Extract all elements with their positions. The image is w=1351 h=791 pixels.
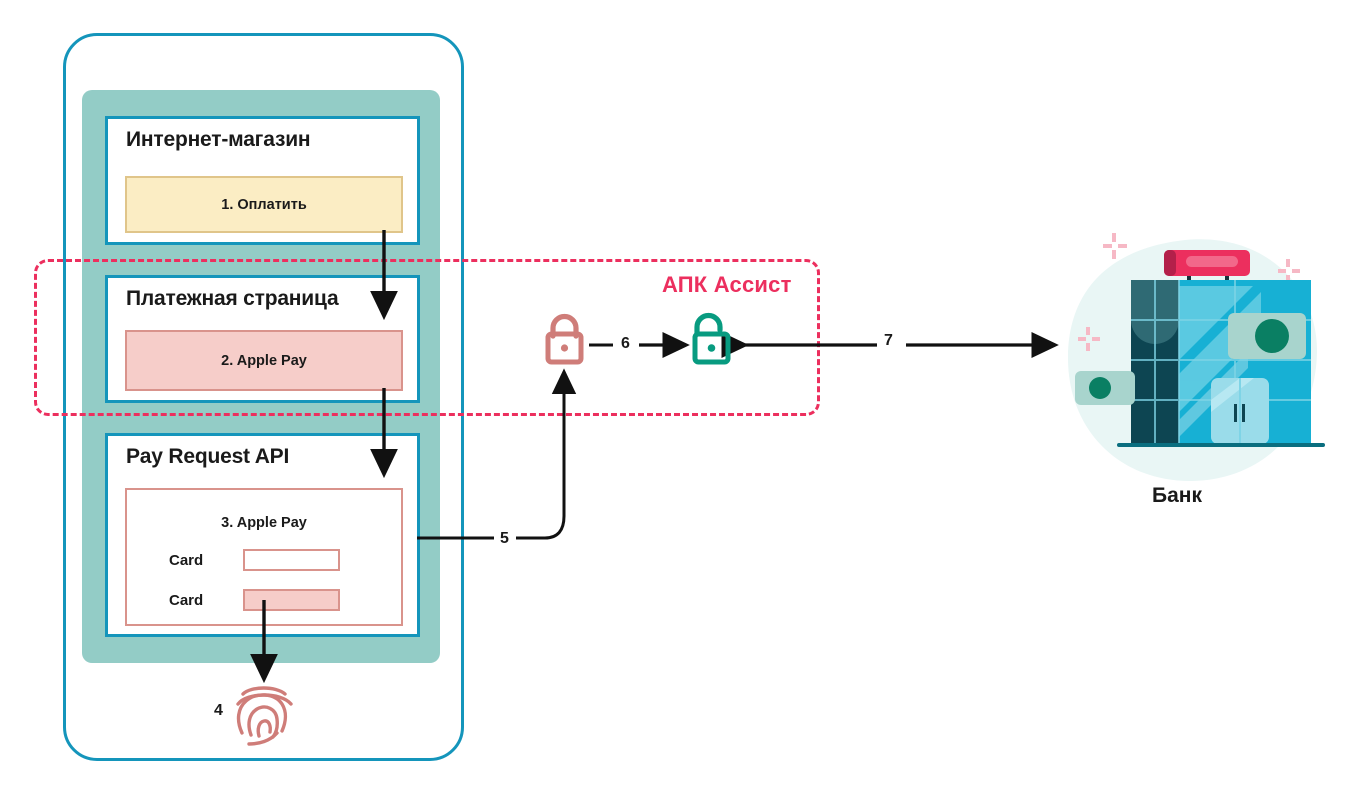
pay-button[interactable]: 1. Оплатить (125, 176, 403, 233)
apple-pay-sheet: 3. Apple Pay Card Card (125, 488, 403, 626)
sparkle-icon (1278, 259, 1300, 283)
bank-label: Банк (1152, 484, 1202, 507)
panel-pay-request-api: Pay Request API 3. Apple Pay Card Card (105, 433, 420, 637)
card-label: Card (169, 591, 204, 609)
apk-assist-region (34, 259, 820, 416)
bank-card-left (1075, 371, 1135, 405)
apple-pay-sheet-title: 3. Apple Pay (221, 515, 307, 531)
card-row: Card (169, 549, 340, 571)
bank-illustration (1067, 233, 1325, 482)
panel-pay-request-api-title: Pay Request API (126, 445, 290, 468)
step-label-6: 6 (621, 335, 630, 352)
step-label-7: 7 (884, 332, 893, 349)
card-input-selected[interactable] (243, 589, 340, 611)
apple-pay-button[interactable]: 2. Apple Pay (125, 330, 403, 391)
card-label: Card (169, 551, 204, 569)
panel-payment-page-title: Платежная страница (126, 287, 339, 310)
card-input-empty[interactable] (243, 549, 340, 571)
apk-assist-label: АПК Ассист (662, 272, 792, 297)
step-label-5: 5 (500, 530, 509, 547)
sparkle-icon (1078, 327, 1100, 351)
card-row: Card (169, 589, 340, 611)
panel-online-shop-title: Интернет-магазин (126, 128, 311, 151)
bank-card-right (1228, 313, 1306, 359)
step-label-4: 4 (214, 702, 223, 719)
panel-payment-page: Платежная страница 2. Apple Pay (105, 275, 420, 403)
sparkle-icon (1103, 233, 1127, 259)
panel-online-shop: Интернет-магазин 1. Оплатить (105, 116, 420, 245)
